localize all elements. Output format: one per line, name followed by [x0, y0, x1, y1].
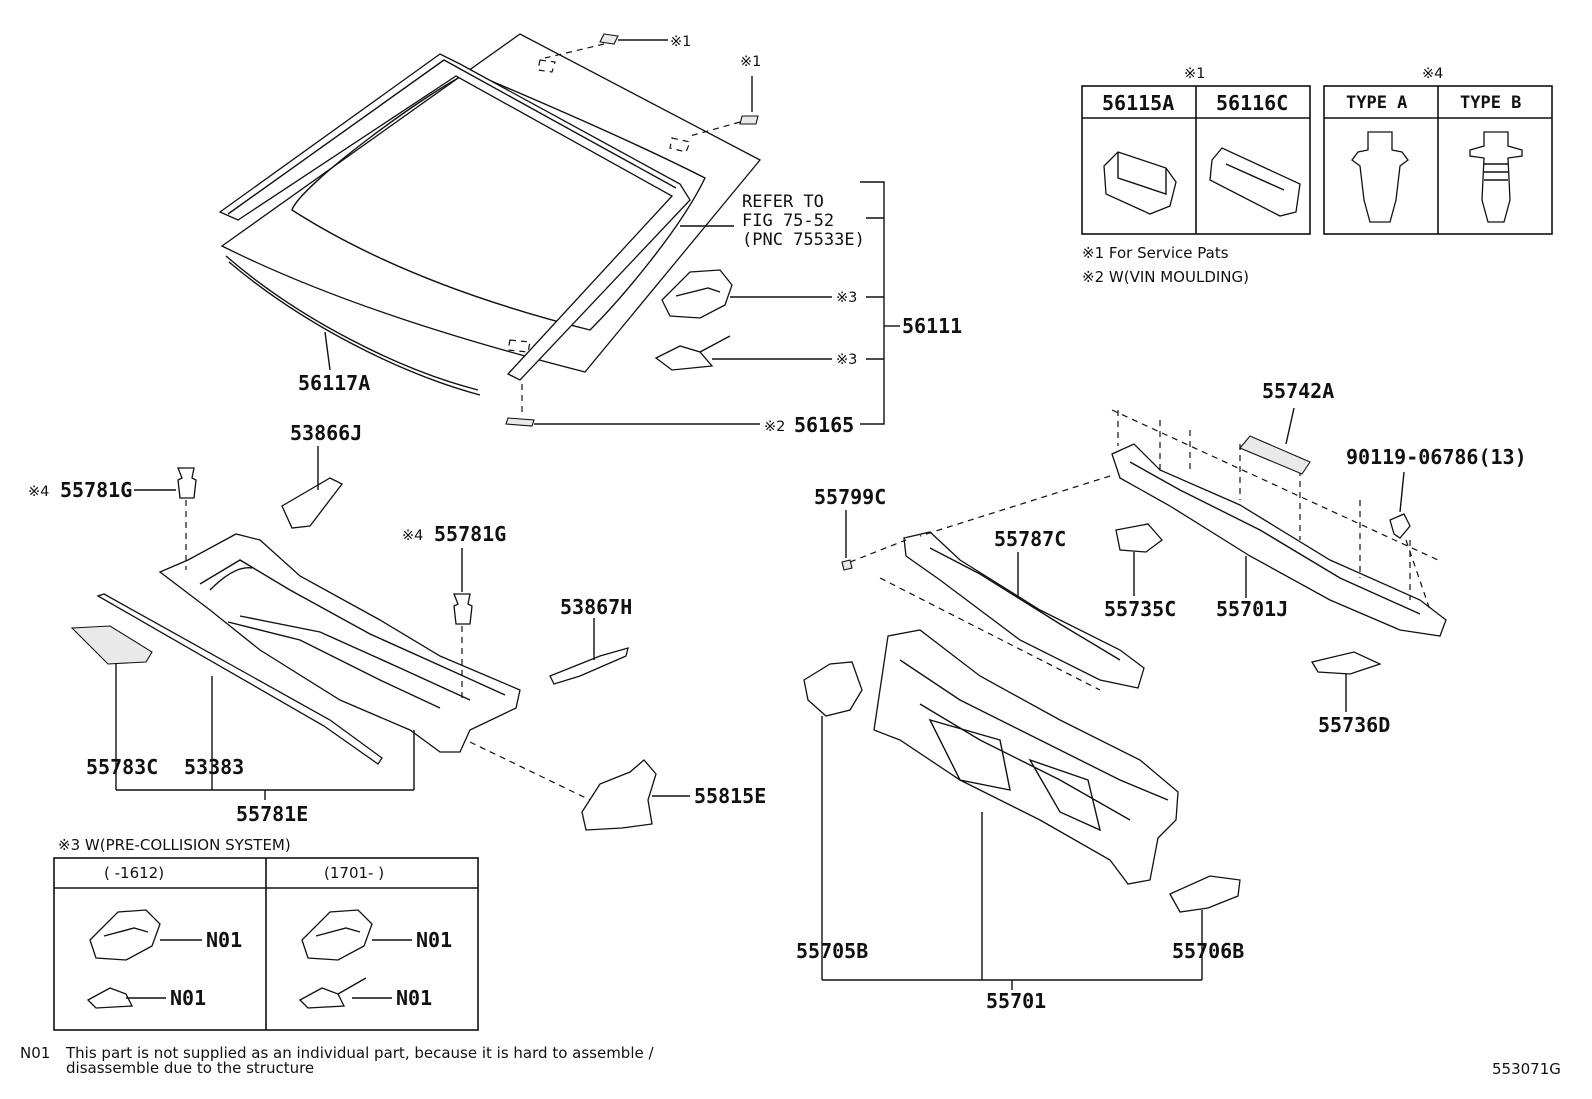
clip-55781G-left	[134, 467, 197, 570]
label-90119: 90119-06786(13)	[1346, 445, 1527, 469]
table2-col1: TYPE A	[1346, 93, 1407, 113]
label-55701J: 55701J	[1216, 597, 1288, 621]
pcs-n01-b: N01	[170, 986, 206, 1010]
side-member-55706B	[1169, 875, 1241, 913]
label-55799C: 55799C	[814, 485, 886, 509]
pcs-title: ※3 W(PRE-COLLISION SYSTEM)	[58, 836, 291, 854]
label-55781G-left: 55781G	[60, 478, 132, 502]
bolt-90119	[1389, 471, 1431, 611]
table2-col2: TYPE B	[1460, 93, 1521, 113]
sensor-bracket-illustration	[661, 269, 832, 319]
insulator-55742A	[1239, 407, 1311, 475]
cowl-extension-55815E	[469, 741, 690, 831]
label-55701: 55701	[986, 989, 1046, 1013]
note-service-parts: ※1 For Service Pats	[1082, 244, 1229, 262]
mark-3-upper: ※3	[836, 290, 857, 306]
clip-55781G-right	[453, 548, 473, 700]
cowl-upper-panel-55701J	[1111, 409, 1447, 637]
pcs-col1: ( -1612)	[104, 864, 164, 882]
55701-bracket-lines	[821, 716, 1203, 990]
refer-line-1: REFER TO	[742, 192, 824, 212]
table2-mark: ※4	[1422, 66, 1443, 82]
cowl-side-cover-53867H	[549, 618, 629, 685]
mark-2: ※2	[764, 419, 785, 435]
sensor-cover-illustration	[654, 335, 832, 371]
label-55815E: 55815E	[694, 784, 766, 808]
pcs-n01-d: N01	[396, 986, 432, 1010]
refer-line-2: FIG 75-52	[742, 211, 834, 231]
label-56117A: 56117A	[298, 371, 370, 395]
56111-bracket-lines	[324, 181, 900, 425]
cowl-top-panel-illustration	[158, 533, 521, 753]
side-member-55705B	[803, 661, 863, 717]
bracket-55736D	[1310, 651, 1382, 712]
service-clip-upper	[544, 33, 668, 59]
cowl-reinforcement-55787C	[849, 475, 1145, 691]
label-53866J: 53866J	[290, 421, 362, 445]
cowl-side-cover-53866J	[281, 446, 343, 529]
service-parts-table: ※1 56115A 56116C	[1081, 66, 1311, 235]
figure-id: 553071G	[1492, 1060, 1561, 1078]
service-clip-right	[689, 76, 759, 137]
pre-collision-table: ※3 W(PRE-COLLISION SYSTEM) ( -1612) (170…	[53, 836, 479, 1031]
table1-col1: 56115A	[1102, 91, 1174, 115]
mark-4-right: ※4	[402, 528, 423, 544]
label-56165: 56165	[794, 413, 854, 437]
label-55781E: 55781E	[236, 802, 308, 826]
footnote-code: N01	[20, 1044, 50, 1062]
clip-type-table: ※4 TYPE A TYPE B	[1323, 66, 1553, 235]
mark-1-right: ※1	[740, 54, 761, 70]
label-55706B: 55706B	[1172, 939, 1244, 963]
table1-col2: 56116C	[1216, 91, 1288, 115]
label-55787C: 55787C	[994, 527, 1066, 551]
footnote-line-1: This part is not supplied as an individu…	[65, 1044, 654, 1062]
footnote-line-2: disassemble due to the structure	[66, 1059, 314, 1077]
label-55735C: 55735C	[1104, 597, 1176, 621]
dash-panel-55701	[873, 629, 1179, 885]
pcs-n01-a: N01	[206, 928, 242, 952]
label-55742A: 55742A	[1262, 379, 1334, 403]
windshield-glass-illustration	[220, 33, 762, 396]
cowl-seal-illustration	[96, 593, 383, 765]
refer-line-3: (PNC 75533E)	[742, 230, 865, 250]
mark-1-top: ※1	[670, 34, 691, 50]
bracket-55735C	[1115, 523, 1163, 596]
cowl-pad-illustration	[70, 625, 153, 665]
mark-3-lower: ※3	[836, 352, 857, 368]
table1-mark: ※1	[1184, 66, 1205, 82]
label-53867H: 53867H	[560, 595, 632, 619]
label-55783C: 55783C	[86, 755, 158, 779]
label-55736D: 55736D	[1318, 713, 1390, 737]
windshield-moulding-illustration	[218, 53, 691, 381]
label-55705B: 55705B	[796, 939, 868, 963]
mark-4-left: ※4	[28, 484, 49, 500]
vin-moulding-illustration	[505, 384, 760, 427]
pcs-col2: (1701- )	[324, 864, 384, 882]
label-53383: 53383	[184, 755, 244, 779]
note-vin-moulding: ※2 W(VIN MOULDING)	[1082, 268, 1249, 286]
pcs-n01-c: N01	[416, 928, 452, 952]
label-56111: 56111	[902, 314, 962, 338]
55781E-bracket-lines	[115, 664, 415, 800]
clip-55799C	[841, 510, 853, 571]
label-55781G-right: 55781G	[434, 522, 506, 546]
